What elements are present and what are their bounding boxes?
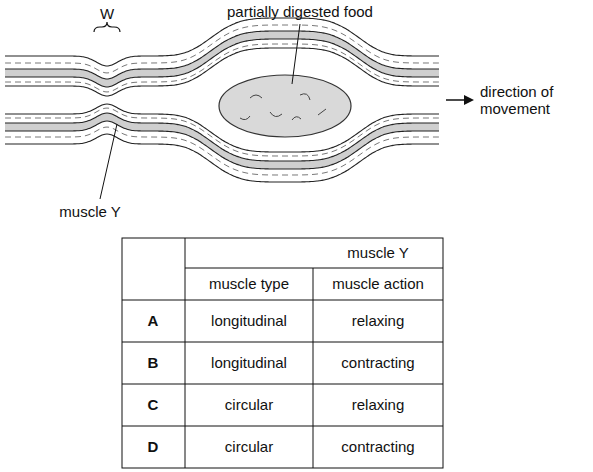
food-bolus: [219, 75, 351, 137]
arrow-shaft: [446, 99, 466, 101]
table-border: [122, 238, 443, 468]
callout-label: partially digested food: [227, 3, 373, 20]
w-bracket: [94, 22, 120, 32]
table-cell: circular: [225, 396, 273, 413]
table-cell: longitudinal: [211, 354, 287, 371]
longitudinal-muscle-layer: [5, 127, 439, 175]
table-header: muscle type: [209, 275, 289, 292]
table-header: muscle action: [332, 275, 424, 292]
table-cell: relaxing: [352, 396, 405, 413]
table-cell: relaxing: [352, 312, 405, 329]
table-grid: [122, 238, 443, 468]
leader-line: [292, 24, 300, 84]
arrow-head: [464, 95, 474, 105]
table-rule: [185, 238, 186, 468]
food-texture: [240, 94, 326, 120]
wall-outline: [5, 48, 439, 96]
table-cell: contracting: [341, 438, 414, 455]
row-letter: C: [148, 396, 159, 413]
table-header: muscle Y: [347, 244, 408, 261]
callout-label: muscle Y: [59, 203, 120, 220]
wall-outline: [5, 31, 439, 79]
table-rule: [122, 300, 443, 301]
wall-outline: [5, 134, 439, 182]
circular-muscle-band: [5, 31, 439, 87]
direction-label: direction of movement: [480, 83, 580, 118]
table-rule: [122, 342, 443, 343]
row-letter: B: [148, 354, 159, 371]
wall-outline: [5, 121, 439, 169]
table-rule: [122, 384, 443, 385]
circular-muscle-band: [5, 113, 439, 169]
table-cell: circular: [225, 438, 273, 455]
callout-letter: W: [100, 5, 114, 22]
wall-outline: [5, 18, 439, 66]
gut-wall: [5, 18, 439, 182]
longitudinal-muscle-layer: [5, 25, 439, 73]
leader-line: [100, 124, 117, 199]
row-letter: A: [148, 312, 159, 329]
direction-arrow: [446, 95, 474, 105]
table-rule: [122, 426, 443, 427]
food-bolus: [219, 75, 351, 137]
table-rule: [313, 268, 314, 468]
table-cell: longitudinal: [211, 312, 287, 329]
table-rule: [185, 268, 443, 269]
table-cell: contracting: [341, 354, 414, 371]
row-letter: D: [148, 438, 159, 455]
